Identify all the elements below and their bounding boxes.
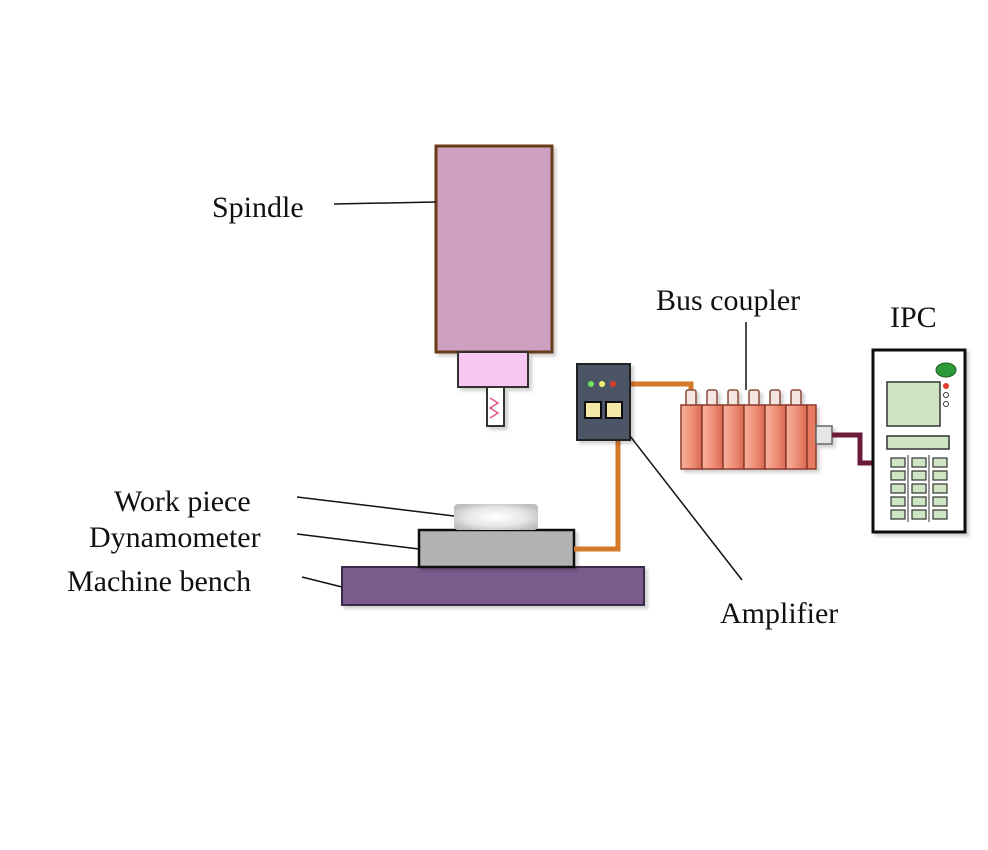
dynamometer-cable [574, 440, 621, 552]
amplifier-icon [576, 363, 631, 441]
spindle-icon [434, 144, 554, 427]
spindle-label: Spindle [212, 191, 304, 224]
work-piece-icon [454, 504, 538, 530]
spindle-leader-line [333, 201, 437, 205]
bus-coupler-icon [680, 389, 833, 470]
amplifier-leader-line [629, 435, 743, 581]
machine-bench-icon [341, 566, 645, 606]
work-piece-leader-line [296, 496, 455, 517]
bus-coupler-label: Bus coupler [656, 284, 800, 317]
dynamometer-icon [417, 528, 576, 569]
ipc-label: IPC [890, 301, 937, 334]
ipc-computer-icon [871, 348, 967, 534]
amplifier-bus-cable [630, 381, 694, 398]
dynamometer-label: Dynamometer [89, 521, 261, 554]
machine-bench-label: Machine bench [67, 565, 251, 598]
dynamometer-leader-line [296, 533, 420, 550]
work-piece-label: Work piece [114, 485, 251, 518]
amplifier-label: Amplifier [720, 597, 838, 630]
machine-bench-leader-line [301, 576, 343, 588]
